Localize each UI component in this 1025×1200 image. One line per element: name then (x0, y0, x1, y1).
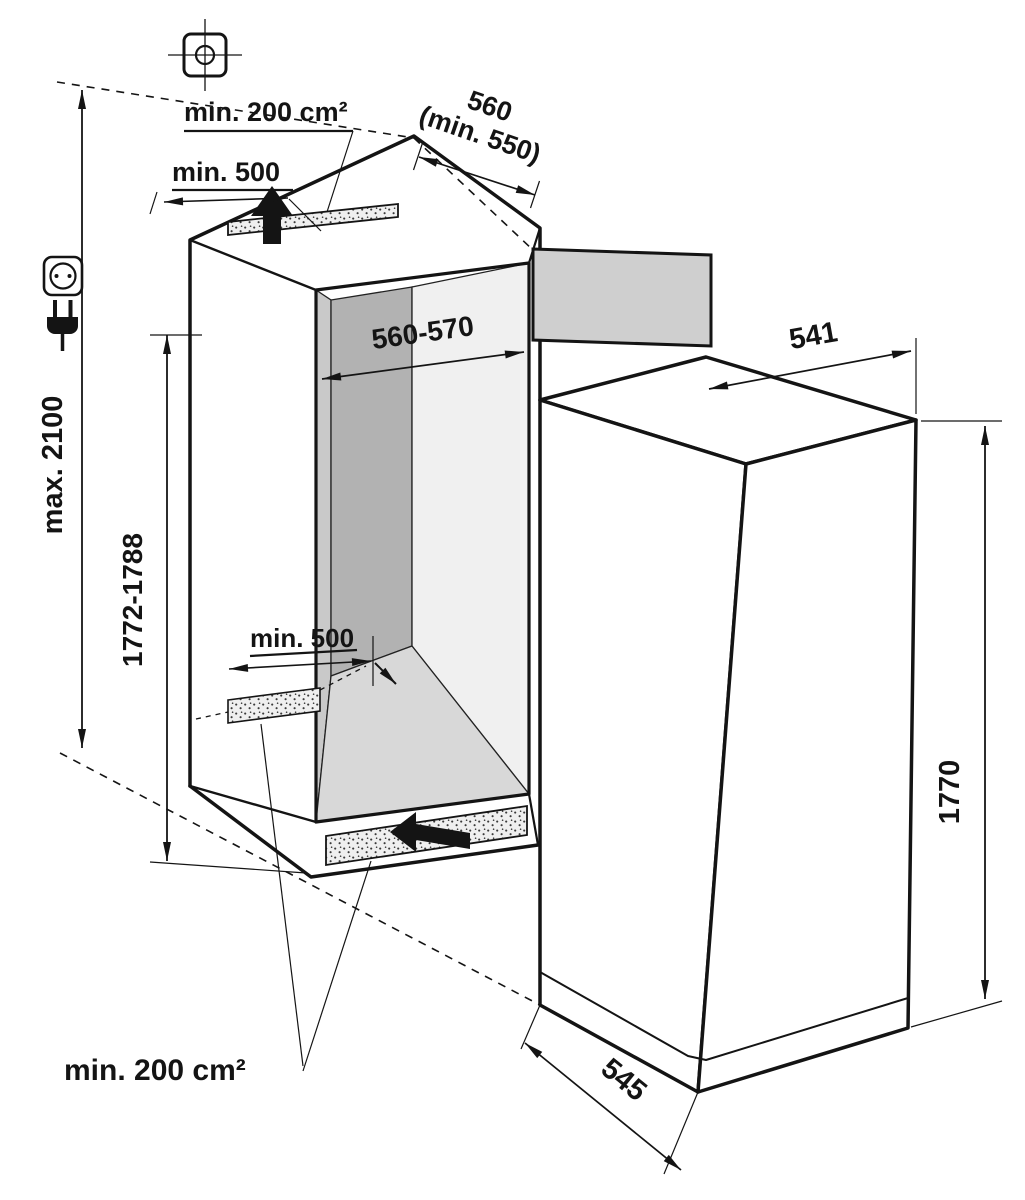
niche-opening-frame (314, 261, 531, 824)
crosshair-circle (194, 44, 216, 66)
dim-appliance-width-line (708, 350, 912, 390)
crosshair-square (182, 32, 228, 78)
socket-circle (49, 262, 77, 290)
bottom-vent-leader-front (302, 860, 372, 1072)
power-socket-icon (42, 255, 84, 297)
bottom-vent-label: min. 200 cm² (64, 1054, 246, 1087)
niche-bottom-left-frame-edge (188, 784, 318, 824)
dim-niche-width-line (321, 350, 525, 381)
rear-vent-hatch (227, 687, 321, 724)
dim-niche-height-label: 1772-1788 (117, 533, 148, 667)
dim-bottom-clearance-label: min. 500 (250, 623, 354, 653)
dim-top-clearance-label: min. 500 (172, 157, 280, 187)
label-bottom-vent: min. 200 cm² (64, 723, 372, 1087)
dim-max-height-label: max. 2100 (37, 396, 69, 535)
niche-top-right-corner-edge (527, 226, 542, 265)
airflow-in-arrow-icon (390, 812, 470, 852)
dim-bottom-clearance: min. 500 (228, 623, 397, 686)
appliance-right-face (696, 418, 918, 1094)
dim-top-clearance-line (163, 194, 289, 206)
dim-top-depth-tick-left (412, 142, 424, 171)
dim-niche-height-tick-bottom (149, 861, 307, 874)
floor-guide-line (59, 752, 541, 1006)
dim-top-clearance-pointer (288, 198, 322, 232)
niche-top-left-frame-edge (188, 238, 318, 292)
ceiling-guide-line (56, 81, 415, 139)
appliance-drawing (538, 355, 918, 1094)
bottom-vent-leader-rear (260, 723, 304, 1067)
niche-drawing (188, 134, 542, 879)
dim-bottom-clearance-underline (249, 648, 358, 658)
socket-pin-right (67, 274, 72, 278)
dim-niche-height: 1772-1788 (117, 334, 307, 874)
niche-bottom-right-corner-edge (527, 792, 540, 847)
dim-top-clearance-tick (149, 191, 158, 215)
socket-pin-left (54, 274, 59, 278)
dim-appliance-depth-ext-right (663, 1091, 699, 1175)
registration-mark-icon (168, 19, 242, 91)
dim-max-height: max. 2100 (37, 90, 86, 748)
decor-panel (531, 247, 713, 348)
appliance-plinth-line (539, 971, 909, 1061)
plug-prong-right (68, 300, 73, 317)
dim-appliance-depth-ext-left (520, 1004, 541, 1050)
rear-vent-guide-left (195, 711, 229, 720)
dim-bottom-clearance-line (228, 658, 372, 672)
niche-outer-bottom-edges (188, 784, 540, 879)
power-plug-icon (47, 300, 78, 351)
plug-prong-left (53, 300, 57, 317)
dim-top-depth-line (418, 156, 536, 196)
label-top-vent: min. 200 cm² (184, 97, 354, 213)
dim-appliance-height: 1770 (910, 420, 1003, 1028)
dim-appliance-width-label: 541 (787, 316, 840, 356)
top-vent-leader (326, 130, 354, 213)
dim-bottom-clearance-pointer (374, 662, 397, 685)
dim-appliance-height-ext-bottom (910, 1000, 1003, 1028)
top-vent-label: min. 200 cm² (184, 97, 348, 127)
plug-body (47, 317, 78, 334)
dim-appliance-depth-line (524, 1042, 682, 1171)
dim-appliance-height-label: 1770 (934, 760, 966, 825)
dim-top-clearance: min. 500 (149, 157, 322, 232)
airflow-up-arrow-icon (251, 186, 293, 244)
